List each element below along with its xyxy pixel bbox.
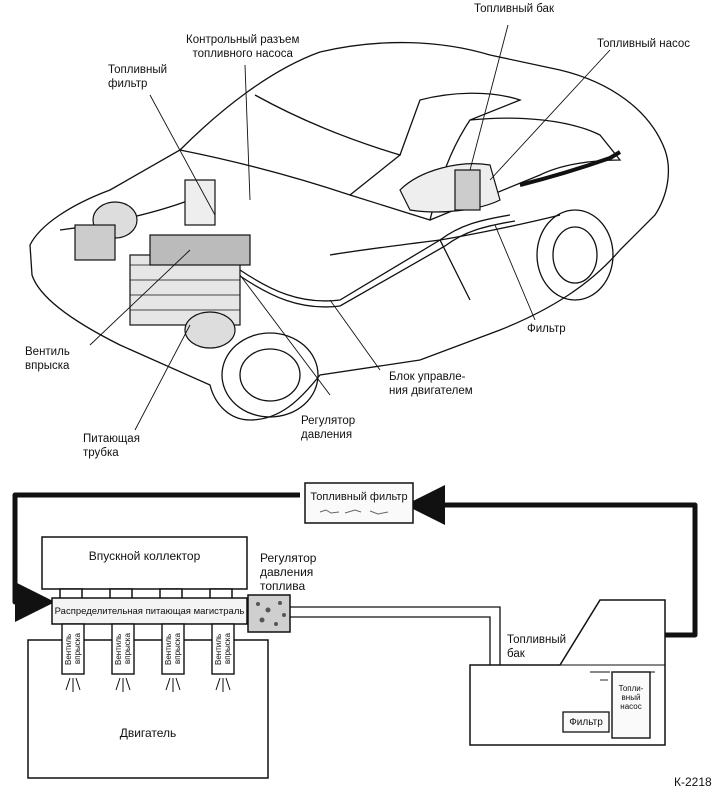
scheme-fuel-pump-box bbox=[611, 671, 651, 739]
figure-code: К-2218 bbox=[674, 775, 712, 789]
label-filter: Фильтр bbox=[527, 323, 566, 335]
car-leader-lines bbox=[89, 24, 611, 431]
label-pressure-regulator: Регулятор давления bbox=[301, 415, 356, 441]
front-wheel bbox=[221, 332, 319, 418]
intake-manifold-label: Впускной коллектор bbox=[88, 549, 201, 563]
car-fuel-tank bbox=[399, 163, 501, 213]
return-line bbox=[290, 606, 501, 690]
car-rear-window bbox=[429, 117, 622, 221]
exhaust-pipe bbox=[519, 150, 622, 187]
scheme-pressure-regulator-label: Регулятор давления топлива bbox=[260, 551, 317, 593]
scheme-filter-box bbox=[562, 711, 610, 733]
injector-label-4: Вентиль впрыска bbox=[214, 633, 232, 665]
label-feed-pipe: Питающая трубка bbox=[83, 433, 140, 459]
fuel-rail-box bbox=[51, 597, 248, 625]
scheme-fuel-pump-label: Топли- вный насос bbox=[618, 684, 644, 711]
car-fuel-lines bbox=[239, 214, 516, 308]
injector-label-1: Вентиль впрыска bbox=[64, 633, 82, 665]
engine-assembly bbox=[74, 163, 501, 349]
scheme-fuel-tank-label: Топливный бак bbox=[507, 634, 567, 660]
scheme-filter-label: Фильтр bbox=[569, 717, 603, 728]
injector-label-3: Вентиль впрыска bbox=[164, 633, 182, 665]
rear-wheel bbox=[536, 209, 614, 301]
engine-label: Двигатель bbox=[119, 726, 177, 740]
label-fuel-pump: Топливный насос bbox=[597, 38, 690, 50]
car-body-outline bbox=[29, 41, 670, 421]
label-fuel-tank: Топливный бак bbox=[474, 3, 554, 15]
injectors bbox=[61, 623, 235, 675]
label-pump-connector: Контрольный разъем топливного насоса bbox=[186, 34, 300, 60]
label-ecu: Блок управле- ния двигателем bbox=[389, 371, 473, 397]
intake-manifold-box bbox=[41, 536, 248, 590]
scheme-fuel-filter-label: Топливный фильтр bbox=[310, 491, 408, 503]
fuel-rail-label: Распределительная питающая магистраль bbox=[54, 606, 245, 617]
scheme-fuel-filter-box bbox=[304, 482, 414, 524]
label-fuel-filter: Топливный фильтр bbox=[108, 64, 168, 90]
car-door-line bbox=[329, 239, 471, 301]
label-injector: Вентиль впрыска bbox=[25, 346, 70, 372]
injector-label-2: Вентиль впрыска bbox=[114, 633, 132, 665]
